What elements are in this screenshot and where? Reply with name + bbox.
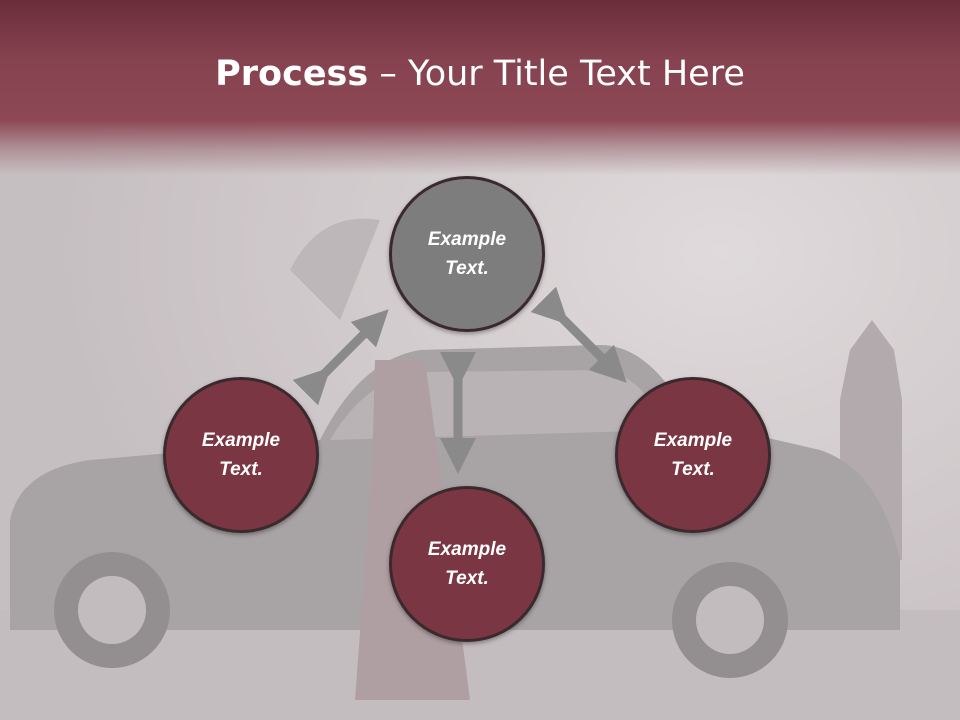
process-node-top: Example Text. bbox=[389, 176, 545, 332]
title-rest: – Your Title Text Here bbox=[368, 54, 745, 94]
slide-title: Process – Your Title Text Here bbox=[0, 52, 960, 96]
process-node-bottom: Example Text. bbox=[389, 486, 545, 642]
title-bold: Process bbox=[215, 54, 369, 94]
process-node-right: Example Text. bbox=[615, 377, 771, 533]
title-banner bbox=[0, 0, 960, 175]
process-node-right-label: Example Text. bbox=[653, 430, 733, 480]
arrow-top-right bbox=[530, 286, 627, 383]
arrow-top-left bbox=[292, 309, 389, 406]
process-node-bottom-label: Example Text. bbox=[427, 539, 507, 589]
process-node-left: Example Text. bbox=[163, 377, 319, 533]
process-node-left-label: Example Text. bbox=[201, 430, 281, 480]
process-node-top-label: Example Text. bbox=[427, 229, 507, 279]
